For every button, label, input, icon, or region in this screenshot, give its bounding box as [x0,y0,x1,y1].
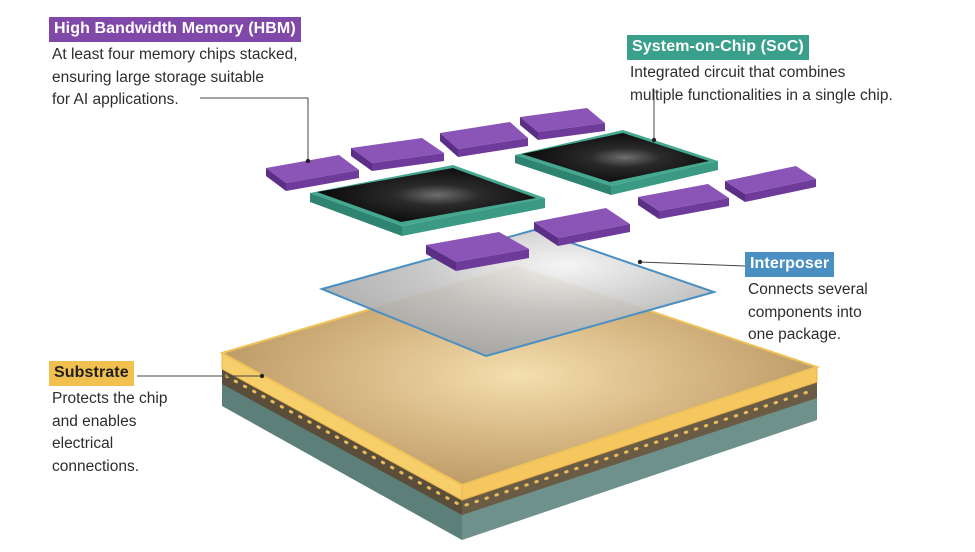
substrate-base-left [222,380,462,540]
substrate-pins-left [224,374,462,507]
substrate-title: Substrate [49,361,134,386]
substrate-layer [219,264,821,540]
hbm-chip [725,166,816,202]
hbm-chip [638,184,729,219]
soc-description: Integrated circuit that combines multipl… [630,64,893,104]
hbm-chip [520,108,605,140]
soc-die-right [515,130,718,195]
hbm-chip [351,138,444,171]
leader-lines [137,89,746,379]
interposer-callout: Interposer Connects several components i… [745,252,868,347]
hbm-chips [266,108,816,271]
soc-title: System-on-Chip (SoC) [627,35,809,60]
hbm-callout: High Bandwidth Memory (HBM) At least fou… [49,17,301,112]
soc-die-left [310,165,545,236]
substrate-pin-band-right [462,381,817,515]
interposer-description: Connects several components into one pac… [748,281,868,343]
interposer-leader-line [639,261,746,267]
substrate-pins-right [464,388,816,507]
substrate-pin-band-left [222,366,462,515]
hbm-chip [426,232,529,271]
interposer-title: Interposer [745,252,835,277]
hbm-chip [534,208,630,246]
hbm-chip [440,122,528,157]
hbm-chip [266,155,359,191]
soc-callout: System-on-Chip (SoC) Integrated circuit … [627,35,893,107]
hbm-leader-line [200,97,309,160]
hbm-title: High Bandwidth Memory (HBM) [49,17,301,42]
substrate-description: Protects the chip and enables electrical… [52,390,168,475]
hbm-description: At least four memory chips stacked, ensu… [52,46,298,108]
substrate-base-right [462,395,817,540]
substrate-callout: Substrate Protects the chip and enables … [49,361,167,478]
